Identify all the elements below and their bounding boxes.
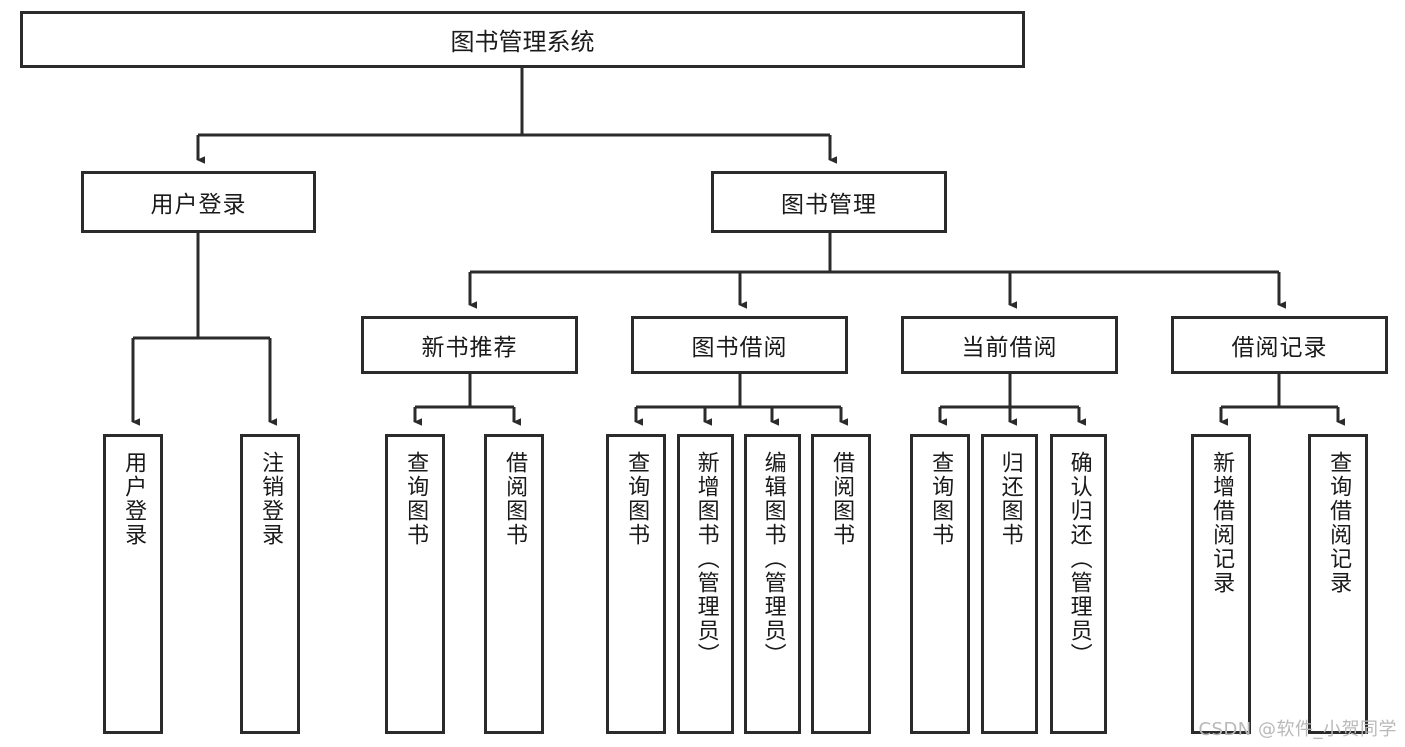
node-leaf-borrow-book-1[interactable]: 借阅图书 bbox=[484, 434, 544, 734]
node-leaf-edit-book[interactable]: 编辑图书（管理员） bbox=[744, 434, 801, 734]
node-leaf-query-book-1[interactable]: 查询图书 bbox=[385, 434, 445, 734]
leaf-label: 借阅图书 bbox=[829, 451, 855, 547]
leaf-label: 确认归还（管理员） bbox=[1066, 451, 1092, 667]
node-current-borrow[interactable]: 当前借阅 bbox=[901, 316, 1118, 374]
node-leaf-query-record[interactable]: 查询借阅记录 bbox=[1308, 434, 1368, 734]
leaf-label: 用户登录 bbox=[121, 451, 147, 547]
node-root[interactable]: 图书管理系统 bbox=[20, 11, 1025, 68]
leaf-label: 新增图书（管理员） bbox=[693, 451, 719, 667]
leaf-label: 新增借阅记录 bbox=[1209, 451, 1235, 595]
leaf-label: 查询图书 bbox=[403, 451, 429, 547]
node-leaf-user-logout[interactable]: 注销登录 bbox=[240, 434, 300, 734]
node-leaf-return-book[interactable]: 归还图书 bbox=[981, 434, 1038, 734]
node-leaf-query-book-3[interactable]: 查询图书 bbox=[910, 434, 970, 734]
node-book-management[interactable]: 图书管理 bbox=[711, 171, 947, 233]
leaf-label: 查询借阅记录 bbox=[1326, 451, 1352, 595]
node-leaf-confirm-return[interactable]: 确认归还（管理员） bbox=[1050, 434, 1107, 734]
leaf-label: 查询图书 bbox=[624, 451, 650, 547]
node-leaf-add-record[interactable]: 新增借阅记录 bbox=[1191, 434, 1251, 734]
node-leaf-user-login[interactable]: 用户登录 bbox=[103, 434, 163, 734]
node-leaf-add-book[interactable]: 新增图书（管理员） bbox=[677, 434, 734, 734]
csdn-watermark: CSDN @软件_小贺同学 bbox=[1198, 719, 1397, 740]
node-borrow-record[interactable]: 借阅记录 bbox=[1171, 316, 1388, 374]
node-leaf-query-book-2[interactable]: 查询图书 bbox=[606, 434, 666, 734]
node-new-book-recommend[interactable]: 新书推荐 bbox=[361, 316, 578, 374]
node-user-login[interactable]: 用户登录 bbox=[81, 171, 316, 233]
leaf-label: 归还图书 bbox=[997, 451, 1023, 547]
leaf-label: 借阅图书 bbox=[502, 451, 528, 547]
node-book-borrow[interactable]: 图书借阅 bbox=[631, 316, 848, 374]
leaf-label: 注销登录 bbox=[258, 451, 284, 547]
node-leaf-borrow-book-2[interactable]: 借阅图书 bbox=[811, 434, 871, 734]
leaf-label: 编辑图书（管理员） bbox=[760, 451, 786, 667]
leaf-label: 查询图书 bbox=[928, 451, 954, 547]
